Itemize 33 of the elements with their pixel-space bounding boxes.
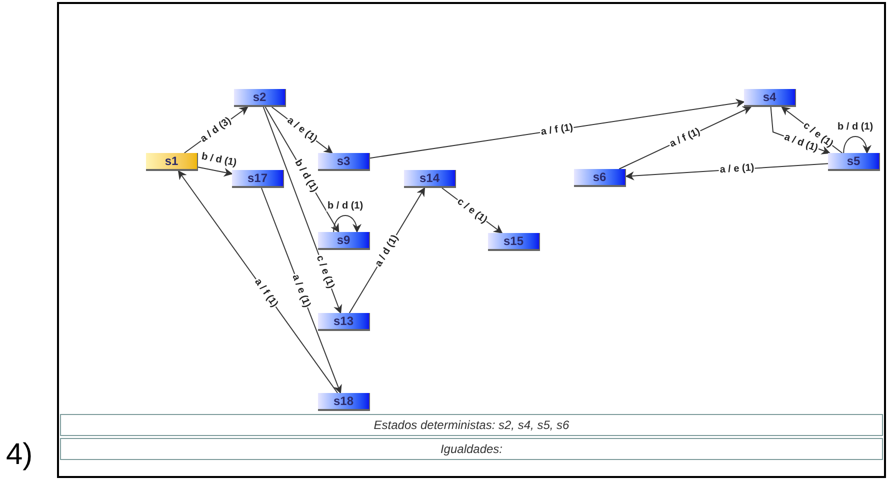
state-box <box>318 393 370 411</box>
state-box <box>828 153 880 171</box>
state-box <box>234 89 286 107</box>
state-name: s13 <box>333 313 354 330</box>
state-box <box>318 232 370 250</box>
transition-arrow <box>370 98 745 159</box>
state-box <box>488 233 540 251</box>
state-box <box>744 89 796 107</box>
state-box <box>232 170 284 188</box>
state-name: s14 <box>419 170 440 187</box>
edge-label: b / d (1) <box>326 200 364 212</box>
state-box <box>574 169 626 187</box>
transition-arrow <box>843 136 871 154</box>
state-name: s18 <box>333 393 354 410</box>
transition-arrow <box>198 166 233 177</box>
state-name: s2 <box>252 89 266 106</box>
state-box <box>318 313 370 331</box>
state-name: s17 <box>247 170 268 187</box>
state-name: s6 <box>592 169 606 186</box>
state-name: s3 <box>336 153 350 170</box>
edge-label: b / d (1) <box>836 122 874 132</box>
info-text: Igualdades: <box>440 441 503 458</box>
figure-number: 4) <box>6 440 33 470</box>
state-box <box>318 153 370 171</box>
state-name: s4 <box>762 89 776 106</box>
info-text: Estados deterministas: s2, s4, s5, s6 <box>374 417 570 434</box>
state-name: s1 <box>164 153 178 170</box>
state-box <box>404 170 456 188</box>
state-name: s9 <box>336 232 350 249</box>
transition-arrow <box>333 215 361 233</box>
state-name: s5 <box>846 153 860 170</box>
state-box <box>146 153 198 171</box>
state-name: s15 <box>503 233 524 250</box>
